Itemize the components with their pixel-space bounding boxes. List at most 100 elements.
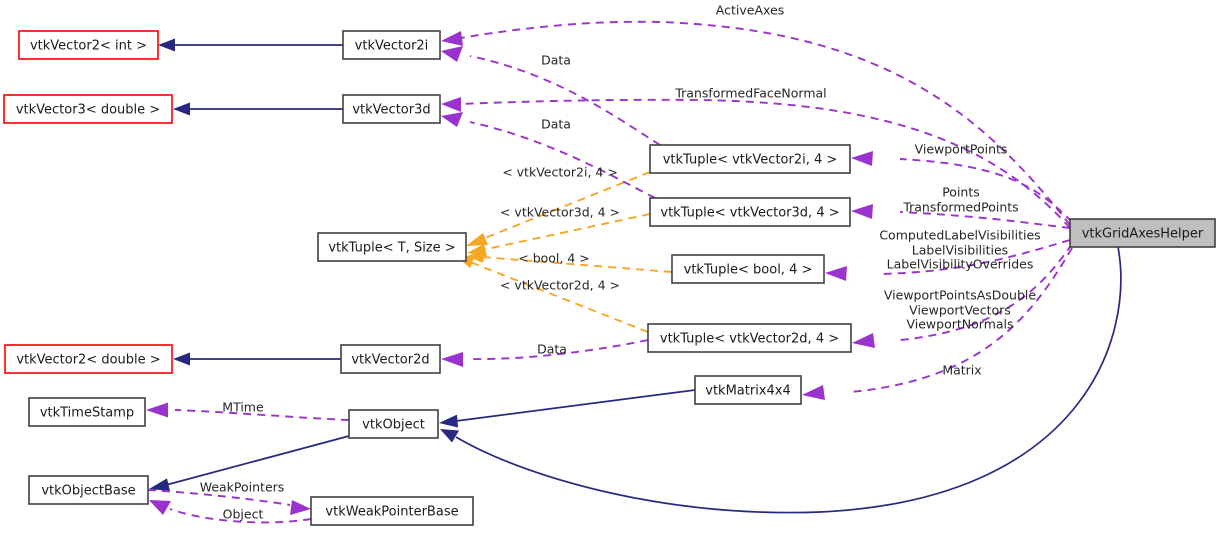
edge-label-viewportpointsdouble: ViewportPointsAsDouble <box>884 288 1037 303</box>
node-box[interactable] <box>28 397 146 427</box>
edge-label-tpl-vtkVector2i: < vtkVector2i, 4 > <box>502 165 618 180</box>
edge-label-viewportpoints: ViewportPoints <box>915 142 1008 157</box>
node-label: vtkVector2d <box>351 353 429 368</box>
arrowhead-inherit-5 <box>439 414 458 428</box>
edge-label-activeaxes: ActiveAxes <box>716 3 784 18</box>
node-label: vtkVector3d <box>352 103 430 118</box>
node-box[interactable] <box>649 144 851 174</box>
edge-usage-object <box>169 508 312 524</box>
node-box[interactable] <box>340 344 441 374</box>
arrowhead-usage-viewportpoints <box>851 151 873 166</box>
node-label: vtkWeakPointerBase <box>325 505 458 520</box>
inheritance-edges <box>149 38 1122 514</box>
edge-usage-viewportpoints <box>899 158 1073 223</box>
node-box[interactable] <box>647 323 852 353</box>
node-vtkVector2d[interactable]: vtkVector2d <box>340 344 441 374</box>
node-box[interactable] <box>28 475 149 505</box>
node-vtkVector2-int[interactable]: vtkVector2< int > <box>18 30 159 60</box>
node-label: vtkTuple< vtkVector2i, 4 > <box>663 153 838 168</box>
node-vtkVector2-double[interactable]: vtkVector2< double > <box>4 344 173 374</box>
edge-usage-transformedfacenormal <box>459 98 1071 229</box>
node-vtkVector3d[interactable]: vtkVector3d <box>342 94 441 124</box>
node-vtkTuple-vtkVector2d-4[interactable]: vtkTuple< vtkVector2d, 4 > <box>647 323 852 353</box>
edge-label-viewportnormals: ViewportNormals <box>906 317 1013 332</box>
edge-vtkObject-to-vtkObjectBase <box>165 435 350 486</box>
edge-vtkGridAxesHelper-to-vtkObject <box>455 246 1122 514</box>
edge-tpl-vtkVector2d-4 <box>469 261 649 333</box>
edge-usage-data-tuple2d <box>469 339 649 360</box>
arrowhead-usage-object <box>149 500 171 515</box>
node-box[interactable] <box>694 375 802 405</box>
node-vtkObject[interactable]: vtkObject <box>348 409 439 439</box>
node-vtkVector3-double[interactable]: vtkVector3< double > <box>3 94 173 124</box>
node-box[interactable] <box>317 232 467 262</box>
edge-label-weakpointers: WeakPointers <box>200 480 285 495</box>
edge-tpl-vtkVector3d-4 <box>481 213 651 251</box>
edge-label-data-vector3d: Data <box>541 117 571 132</box>
node-vtkObjectBase[interactable]: vtkObjectBase <box>28 475 149 505</box>
node-box[interactable] <box>18 30 159 60</box>
arrowhead-usage-viewportdouble <box>852 333 875 348</box>
edge-usage-data-tuple3d <box>469 121 656 199</box>
node-vtkTuple-bool-4[interactable]: vtkTuple< bool, 4 > <box>671 254 825 284</box>
node-vtkVector2i[interactable]: vtkVector2i <box>342 30 441 60</box>
node-label: vtkMatrix4x4 <box>705 384 790 399</box>
node-vtkGridAxesHelper[interactable]: vtkGridAxesHelper <box>1069 218 1216 248</box>
edge-usage-matrix <box>849 247 1073 393</box>
arrowhead-inherit-6 <box>440 429 459 443</box>
node-box[interactable] <box>342 30 441 60</box>
edge-label-points: Points <box>942 185 980 200</box>
edge-labels-layer: ActiveAxes Data TransformedFaceNormal Da… <box>200 3 1041 522</box>
node-box[interactable] <box>310 496 474 526</box>
edge-usage-data-tuple2i <box>469 55 661 146</box>
node-box[interactable] <box>4 344 173 374</box>
arrowhead-template-1 <box>466 233 488 246</box>
node-vtkTuple-T-Size[interactable]: vtkTuple< T, Size > <box>317 232 467 262</box>
edge-usage-weakpointers <box>147 489 291 506</box>
node-label: vtkObject <box>362 418 425 433</box>
node-box[interactable] <box>1069 218 1216 248</box>
edge-label-labelvisibilities: LabelVisibilities <box>912 243 1008 258</box>
node-label: vtkTuple< vtkVector3d, 4 > <box>660 206 839 221</box>
node-label: vtkVector2< double > <box>16 353 160 368</box>
node-label: vtkTuple< vtkVector2d, 4 > <box>660 332 839 347</box>
edge-label-transformedfacenormal: TransformedFaceNormal <box>674 86 826 101</box>
node-label: vtkGridAxesHelper <box>1082 227 1204 242</box>
node-vtkTuple-vtkVector2i-4[interactable]: vtkTuple< vtkVector2i, 4 > <box>649 144 851 174</box>
node-box[interactable] <box>649 197 851 227</box>
node-vtkTuple-vtkVector3d-4[interactable]: vtkTuple< vtkVector3d, 4 > <box>649 197 851 227</box>
edge-label-tpl-vtkVector3d: < vtkVector3d, 4 > <box>500 205 620 220</box>
arrowhead-usage-tfn <box>441 97 461 112</box>
edge-usage-points <box>899 211 1071 229</box>
arrowhead-inherit-2 <box>173 102 190 116</box>
node-vtkTimeStamp[interactable]: vtkTimeStamp <box>28 397 146 427</box>
edge-label-mtime: MTime <box>222 400 264 415</box>
edge-label-tpl-vtkVector2d: < vtkVector2d, 4 > <box>500 278 620 293</box>
node-label: vtkTuple< T, Size > <box>328 241 455 256</box>
edge-usage-labelvisibilities <box>879 239 1071 275</box>
node-box[interactable] <box>348 409 439 439</box>
edge-label-data-vector2d: Data <box>537 342 567 357</box>
node-label: vtkVector2< int > <box>30 39 147 54</box>
edge-label-transformedpoints: TransformedPoints <box>902 200 1018 215</box>
node-vtkMatrix4x4[interactable]: vtkMatrix4x4 <box>694 375 802 405</box>
node-box[interactable] <box>671 254 825 284</box>
node-label: vtkObjectBase <box>41 484 135 499</box>
node-box[interactable] <box>3 94 173 124</box>
edge-label-labelvisoverrides: LabelVisibilityOverrides <box>887 257 1034 272</box>
node-vtkWeakPointerBase[interactable]: vtkWeakPointerBase <box>310 496 474 526</box>
nodes-layer: vtkVector2< int > vtkVector2i vtkVector3… <box>3 30 1216 526</box>
arrowhead-usage-data-tuple2d <box>441 352 463 367</box>
arrowhead-inherit-3 <box>173 352 190 366</box>
usage-edges <box>146 20 1073 524</box>
edge-usage-mtime <box>174 409 350 421</box>
node-label: vtkVector3< double > <box>16 103 160 118</box>
arrowhead-usage-matrix <box>802 385 825 400</box>
arrowhead-template-3 <box>467 250 485 263</box>
edge-label-data-vector2i: Data <box>541 53 571 68</box>
arrowhead-usage-activeaxes <box>441 31 463 46</box>
node-box[interactable] <box>342 94 441 124</box>
arrowhead-inherit-1 <box>158 38 175 52</box>
edge-tpl-vtkVector2i-4 <box>479 171 651 241</box>
